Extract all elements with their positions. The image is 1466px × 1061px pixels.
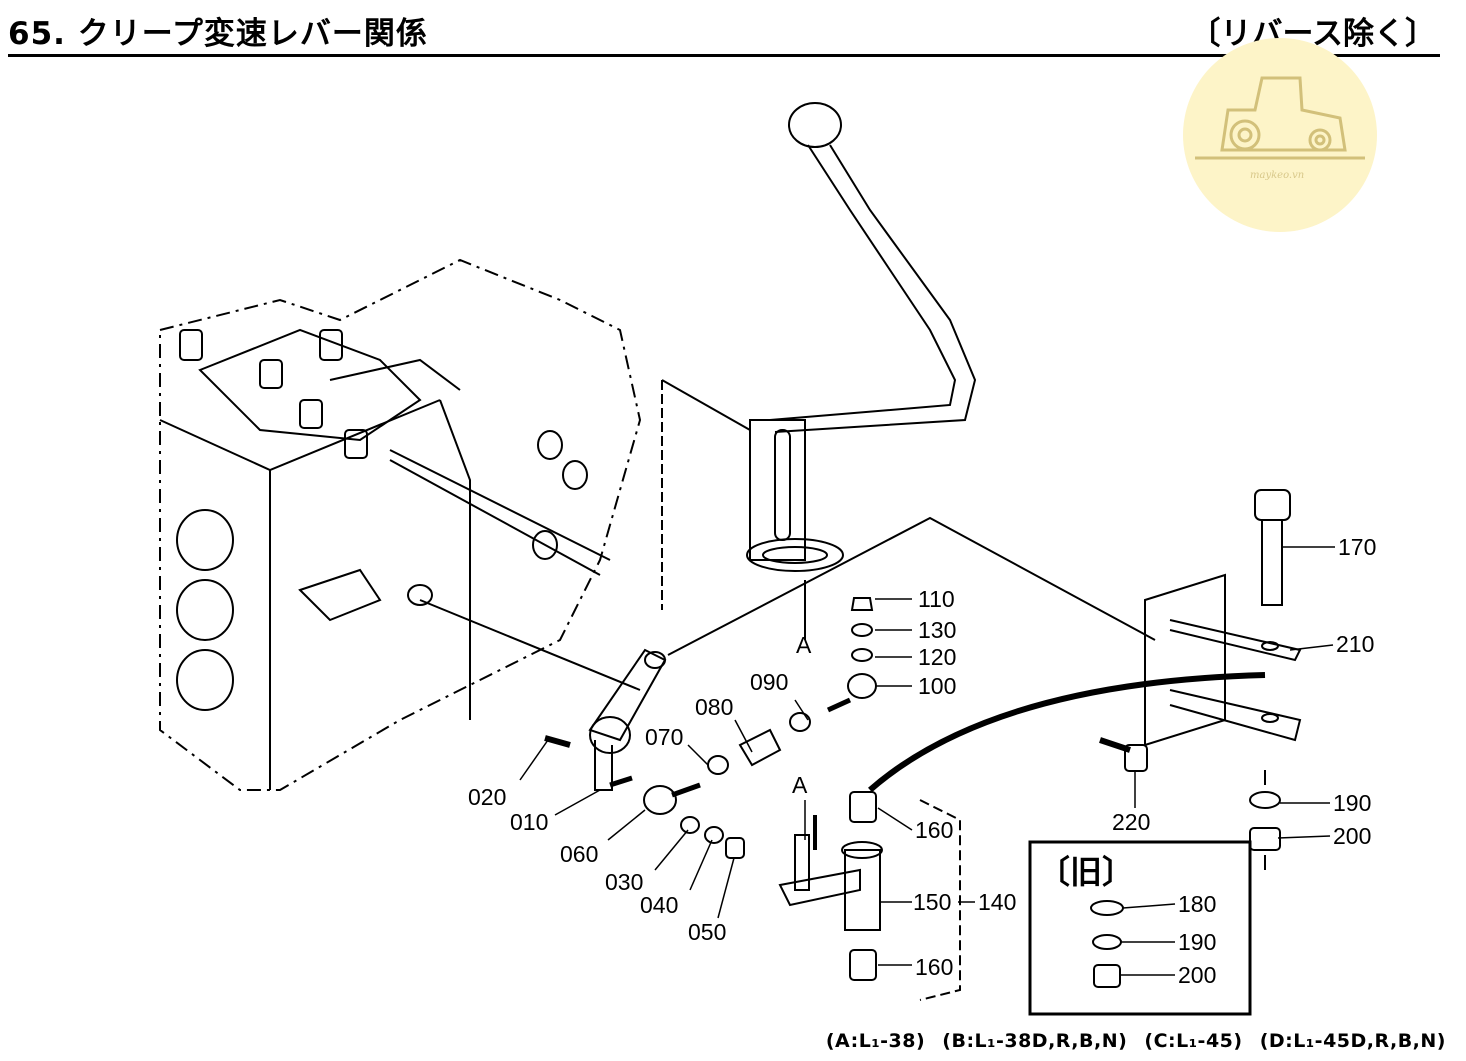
callout-100: 100 bbox=[918, 673, 956, 699]
callout-070: 070 bbox=[645, 724, 683, 750]
callout-160-top: 160 bbox=[915, 817, 953, 843]
watermark-text: maykeo.vn bbox=[1250, 170, 1304, 181]
callout-140: 140 bbox=[978, 889, 1016, 915]
leader-lines bbox=[519, 546, 1335, 976]
footer-model-c: (C:L₁-45) bbox=[1144, 1030, 1243, 1052]
callout-200: 200 bbox=[1333, 823, 1371, 849]
callout-030: 030 bbox=[605, 869, 643, 895]
callout-020: 020 bbox=[468, 784, 506, 810]
model-applicability-footer: (A:L₁-38) (B:L₁-38D,R,B,N) (C:L₁-45) (D:… bbox=[816, 1030, 1446, 1052]
callout-200-old: 200 bbox=[1178, 962, 1216, 988]
callout-120: 120 bbox=[918, 644, 956, 670]
arm-assembly bbox=[544, 516, 1156, 859]
shift-lever bbox=[661, 102, 977, 640]
old-type-label: 〔旧〕 bbox=[1038, 853, 1134, 891]
callout-080: 080 bbox=[695, 694, 733, 720]
callout-170: 170 bbox=[1338, 534, 1376, 560]
callout-190-old: 190 bbox=[1178, 929, 1216, 955]
callout-050: 050 bbox=[688, 919, 726, 945]
callout-110: 110 bbox=[918, 586, 955, 612]
callout-010: 010 bbox=[510, 809, 548, 835]
callout-210: 210 bbox=[1336, 631, 1374, 657]
callout-060: 060 bbox=[560, 841, 598, 867]
callout-090: 090 bbox=[750, 669, 788, 695]
page-title: 65. クリープ変速レバー関係 bbox=[8, 16, 428, 52]
callout-220: 220 bbox=[1112, 809, 1150, 835]
callout-180-old: 180 bbox=[1178, 891, 1216, 917]
reference-arrow-a-lower: A bbox=[792, 772, 808, 798]
watermark-logo: maykeo.vn bbox=[1183, 38, 1377, 232]
transmission-housing bbox=[159, 258, 642, 791]
title-underline bbox=[8, 54, 1440, 57]
callout-130: 130 bbox=[918, 617, 956, 643]
reference-arrow-a-upper: A bbox=[796, 632, 812, 658]
callout-040: 040 bbox=[640, 892, 678, 918]
callout-150: 150 bbox=[913, 889, 951, 915]
footer-model-a: (A:L₁-38) bbox=[825, 1030, 926, 1052]
footer-model-b: (B:L₁-38D,R,B,N) bbox=[942, 1030, 1128, 1052]
callout-labels: 110 130 120 100 090 080 070 020 010 060 … bbox=[468, 534, 1376, 988]
shaft-bracket-assembly bbox=[778, 489, 1302, 1001]
old-type-box: 〔旧〕 bbox=[1028, 840, 1252, 1016]
callout-190: 190 bbox=[1333, 790, 1371, 816]
footer-model-d: (D:L₁-45D,R,B,N) bbox=[1259, 1030, 1446, 1052]
callout-160-bottom: 160 bbox=[915, 954, 953, 980]
